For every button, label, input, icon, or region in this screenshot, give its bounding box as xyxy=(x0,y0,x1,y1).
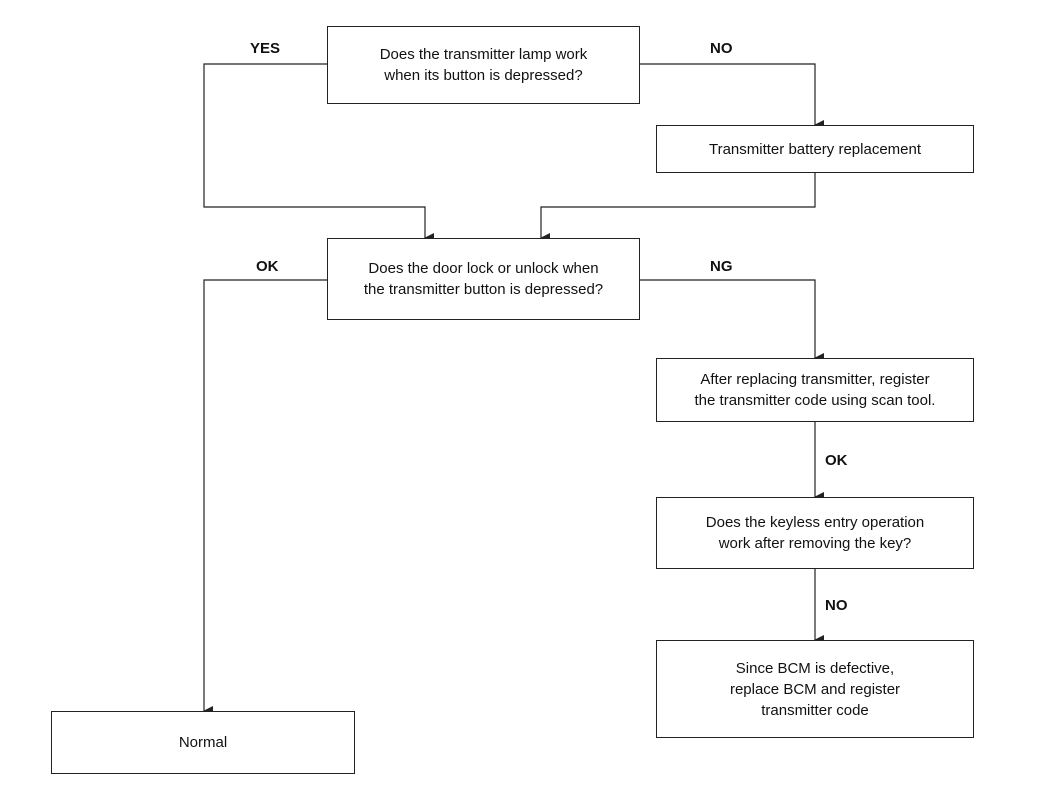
replace-bcm-box: Since BCM is defective, replace BCM and … xyxy=(656,640,974,738)
arrow-battery-to-door xyxy=(540,173,816,243)
battery-replacement-box: Transmitter battery replacement xyxy=(656,125,974,173)
normal-box: Normal xyxy=(51,711,355,774)
keyless-entry-question-box: Does the keyless entry operation work af… xyxy=(656,497,974,569)
arrow-door-ok-to-normal xyxy=(203,279,327,716)
arrow-door-ng-to-replace xyxy=(640,279,824,363)
edge-label-keyless-no: NO xyxy=(825,597,848,614)
edge-label-lamp-yes: YES xyxy=(250,40,281,57)
door-lock-question-box: Does the door lock or unlock when the tr… xyxy=(327,238,640,320)
edge-label-door-ng: NG xyxy=(710,258,733,275)
edge-label-lamp-no: NO xyxy=(710,40,733,57)
edge-label-replace-ok: OK xyxy=(825,452,848,469)
replace-transmitter-box: After replacing transmitter, register th… xyxy=(656,358,974,422)
edge-label-door-ok: OK xyxy=(256,258,279,275)
lamp-question-box: Does the transmitter lamp work when its … xyxy=(327,26,640,104)
arrow-lamp-no-to-battery xyxy=(640,63,824,130)
arrow-lamp-yes-to-door xyxy=(203,63,434,243)
